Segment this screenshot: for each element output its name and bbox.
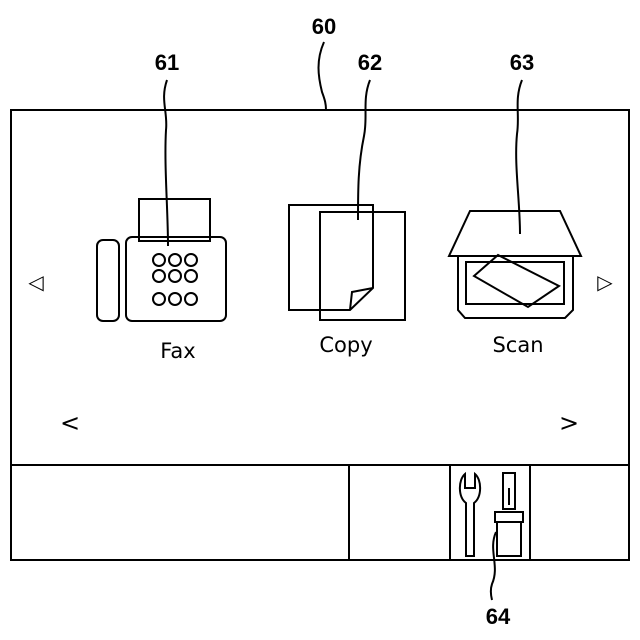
fax-button[interactable]: Fax: [97, 199, 226, 363]
wrench-screwdriver-icon: [460, 473, 523, 556]
ref-numeral-62: 62: [358, 50, 382, 75]
scroll-right-chevron-icon[interactable]: >: [559, 409, 579, 437]
fax-handset: [97, 240, 119, 321]
leader-line-60: [319, 42, 327, 110]
screwdriver-icon: [495, 473, 523, 556]
ref-numeral-63: 63: [510, 50, 534, 75]
fax-keypad: [153, 254, 197, 305]
scroll-left-chevron-icon[interactable]: <: [60, 409, 80, 437]
next-page-triangle-icon[interactable]: ▷: [597, 270, 613, 294]
scanner-icon: [449, 211, 581, 318]
scanner-glass: [466, 262, 564, 304]
ref-numeral-60: 60: [312, 14, 336, 39]
leader-line-61: [164, 80, 168, 246]
leader-line-62: [358, 80, 370, 220]
previous-page-triangle-icon[interactable]: ◁: [27, 270, 44, 294]
copy-documents-icon: [289, 205, 405, 320]
copy-button[interactable]: Copy: [289, 205, 405, 357]
copy-label: Copy: [319, 333, 372, 357]
copy-front-sheet: [289, 205, 373, 310]
fax-paper: [139, 199, 210, 241]
wrench-icon: [460, 474, 480, 556]
leader-line-64: [491, 532, 496, 600]
fax-body: [126, 237, 226, 321]
scanner-lid: [449, 211, 581, 256]
fax-machine-icon: [97, 199, 226, 321]
scan-button[interactable]: Scan: [449, 211, 581, 357]
ref-numeral-61: 61: [155, 50, 179, 75]
fax-label: Fax: [160, 339, 195, 363]
ref-numeral-64: 64: [486, 604, 511, 629]
scan-label: Scan: [492, 333, 543, 357]
copy-back-sheet: [320, 212, 405, 320]
